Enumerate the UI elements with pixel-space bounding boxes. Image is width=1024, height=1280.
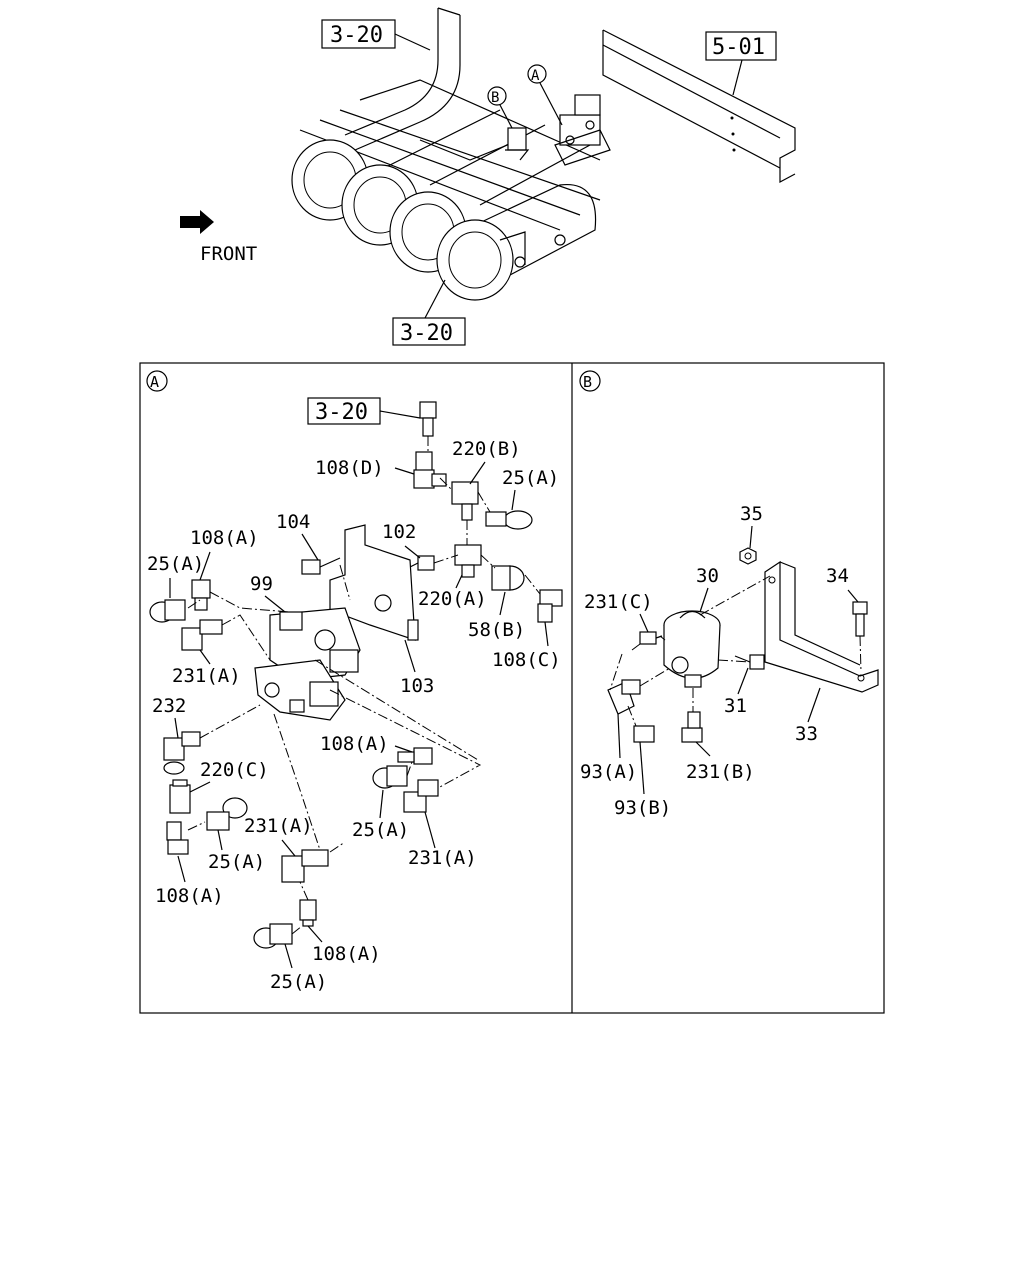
bolt-34	[852, 601, 868, 637]
label-102: 102	[382, 521, 416, 543]
fitting-93a	[607, 679, 641, 715]
elbow-108c	[537, 589, 563, 623]
panel-a: A 3-20 108(D) 220(B)	[146, 370, 563, 993]
svg-text:B: B	[583, 373, 592, 391]
tee-231b	[681, 711, 703, 743]
label-231a-left: 231(A)	[172, 665, 241, 687]
label-220b: 220(B)	[452, 438, 521, 460]
fitting-220c	[169, 779, 191, 814]
fitting-25a-bottom-left	[206, 797, 248, 831]
svg-text:3-20: 3-20	[400, 321, 453, 346]
label-220c: 220(C)	[200, 759, 269, 781]
tee-231a-right	[403, 779, 439, 813]
label-93a: 93(A)	[580, 761, 637, 783]
label-30: 30	[696, 565, 719, 587]
label-108a-bottom-left: 108(A)	[155, 885, 224, 907]
plug-231c	[639, 631, 663, 645]
elbow-108d	[413, 451, 447, 489]
ref-box-3-20-bottom[interactable]: 3-20	[392, 317, 466, 346]
elbow-108a-bottom	[299, 899, 317, 927]
tee-220a	[454, 544, 482, 578]
fitting-25a-bottom	[253, 923, 293, 949]
bracket-33	[764, 560, 879, 693]
callout-a-overview[interactable]: A	[527, 64, 547, 84]
bolt-104	[301, 557, 341, 575]
fitting-25a-mid	[372, 765, 408, 789]
svg-text:A: A	[150, 373, 159, 391]
label-93b: 93(B)	[614, 797, 671, 819]
ref-box-3-20-top[interactable]: 3-20	[321, 19, 396, 49]
fitting-25a-left	[149, 599, 186, 623]
label-108a-mid: 108(A)	[320, 733, 389, 755]
label-34: 34	[826, 565, 849, 587]
overview-illustration: 3-20 5-01	[180, 7, 796, 346]
relay-valve	[254, 659, 346, 721]
label-99: 99	[250, 573, 273, 595]
elbow-108a-bottom-left	[166, 821, 189, 855]
pipe-3-20	[344, 7, 461, 151]
panel-b-marker: B	[579, 370, 601, 392]
elbow-108a-left	[191, 579, 211, 611]
fitting-25a-top	[485, 510, 533, 530]
label-103: 103	[400, 675, 434, 697]
chassis-members	[299, 79, 601, 231]
label-25a-bottom: 25(A)	[270, 971, 327, 993]
svg-text:3-20: 3-20	[330, 23, 383, 48]
dryer-30	[663, 610, 721, 688]
label-231a-right: 231(A)	[408, 847, 477, 869]
svg-text:A: A	[531, 68, 540, 84]
ref-box-5-01[interactable]: 5-01	[705, 31, 777, 61]
callout-b-overview[interactable]: B	[487, 86, 507, 106]
label-25a-left: 25(A)	[147, 553, 204, 575]
tee-231a-center	[281, 849, 329, 883]
valve-cluster-a	[554, 94, 611, 166]
elbow-108a-mid	[397, 747, 433, 765]
panel-b: B 35 30 33	[579, 370, 879, 819]
panel-a-ref-3-20[interactable]: 3-20	[307, 397, 381, 425]
frame-rail	[602, 29, 796, 183]
valve-99	[269, 607, 361, 681]
label-31: 31	[724, 695, 747, 717]
dryer-b-overview	[505, 127, 530, 161]
label-33: 33	[795, 723, 818, 745]
label-231c: 231(C)	[584, 591, 653, 613]
panel-b-routing-lines	[609, 575, 771, 727]
svg-text:B: B	[491, 90, 499, 106]
tee-231a-left	[181, 619, 223, 651]
label-104: 104	[276, 511, 310, 533]
elbow-232	[163, 731, 201, 775]
fitting-58b	[491, 565, 525, 591]
label-231a-center: 231(A)	[244, 815, 313, 837]
label-108a-left: 108(A)	[190, 527, 259, 549]
label-25a-bottom-left: 25(A)	[208, 851, 265, 873]
label-108a-bottom: 108(A)	[312, 943, 381, 965]
fitting-93b	[633, 725, 655, 743]
label-25a-top: 25(A)	[502, 467, 559, 489]
air-tanks	[291, 139, 597, 301]
panel-a-routing-lines	[187, 436, 541, 935]
tee-220b	[451, 481, 479, 521]
bracket-103	[329, 524, 419, 641]
label-58b: 58(B)	[468, 619, 525, 641]
label-231b: 231(B)	[686, 761, 755, 783]
label-108d: 108(D)	[315, 457, 384, 479]
nut-35	[739, 547, 757, 565]
label-232: 232	[152, 695, 186, 717]
label-25a-mid: 25(A)	[352, 819, 409, 841]
fitting-3-20	[419, 401, 437, 437]
panel-a-marker: A	[146, 370, 168, 392]
front-label: FRONT	[200, 243, 257, 265]
label-108c: 108(C)	[492, 649, 561, 671]
label-35: 35	[740, 503, 763, 525]
detail-panels-frame	[139, 362, 885, 1014]
front-arrow-icon	[180, 210, 214, 234]
svg-text:3-20: 3-20	[315, 400, 368, 425]
svg-text:5-01: 5-01	[712, 35, 765, 60]
label-220a: 220(A)	[418, 588, 487, 610]
